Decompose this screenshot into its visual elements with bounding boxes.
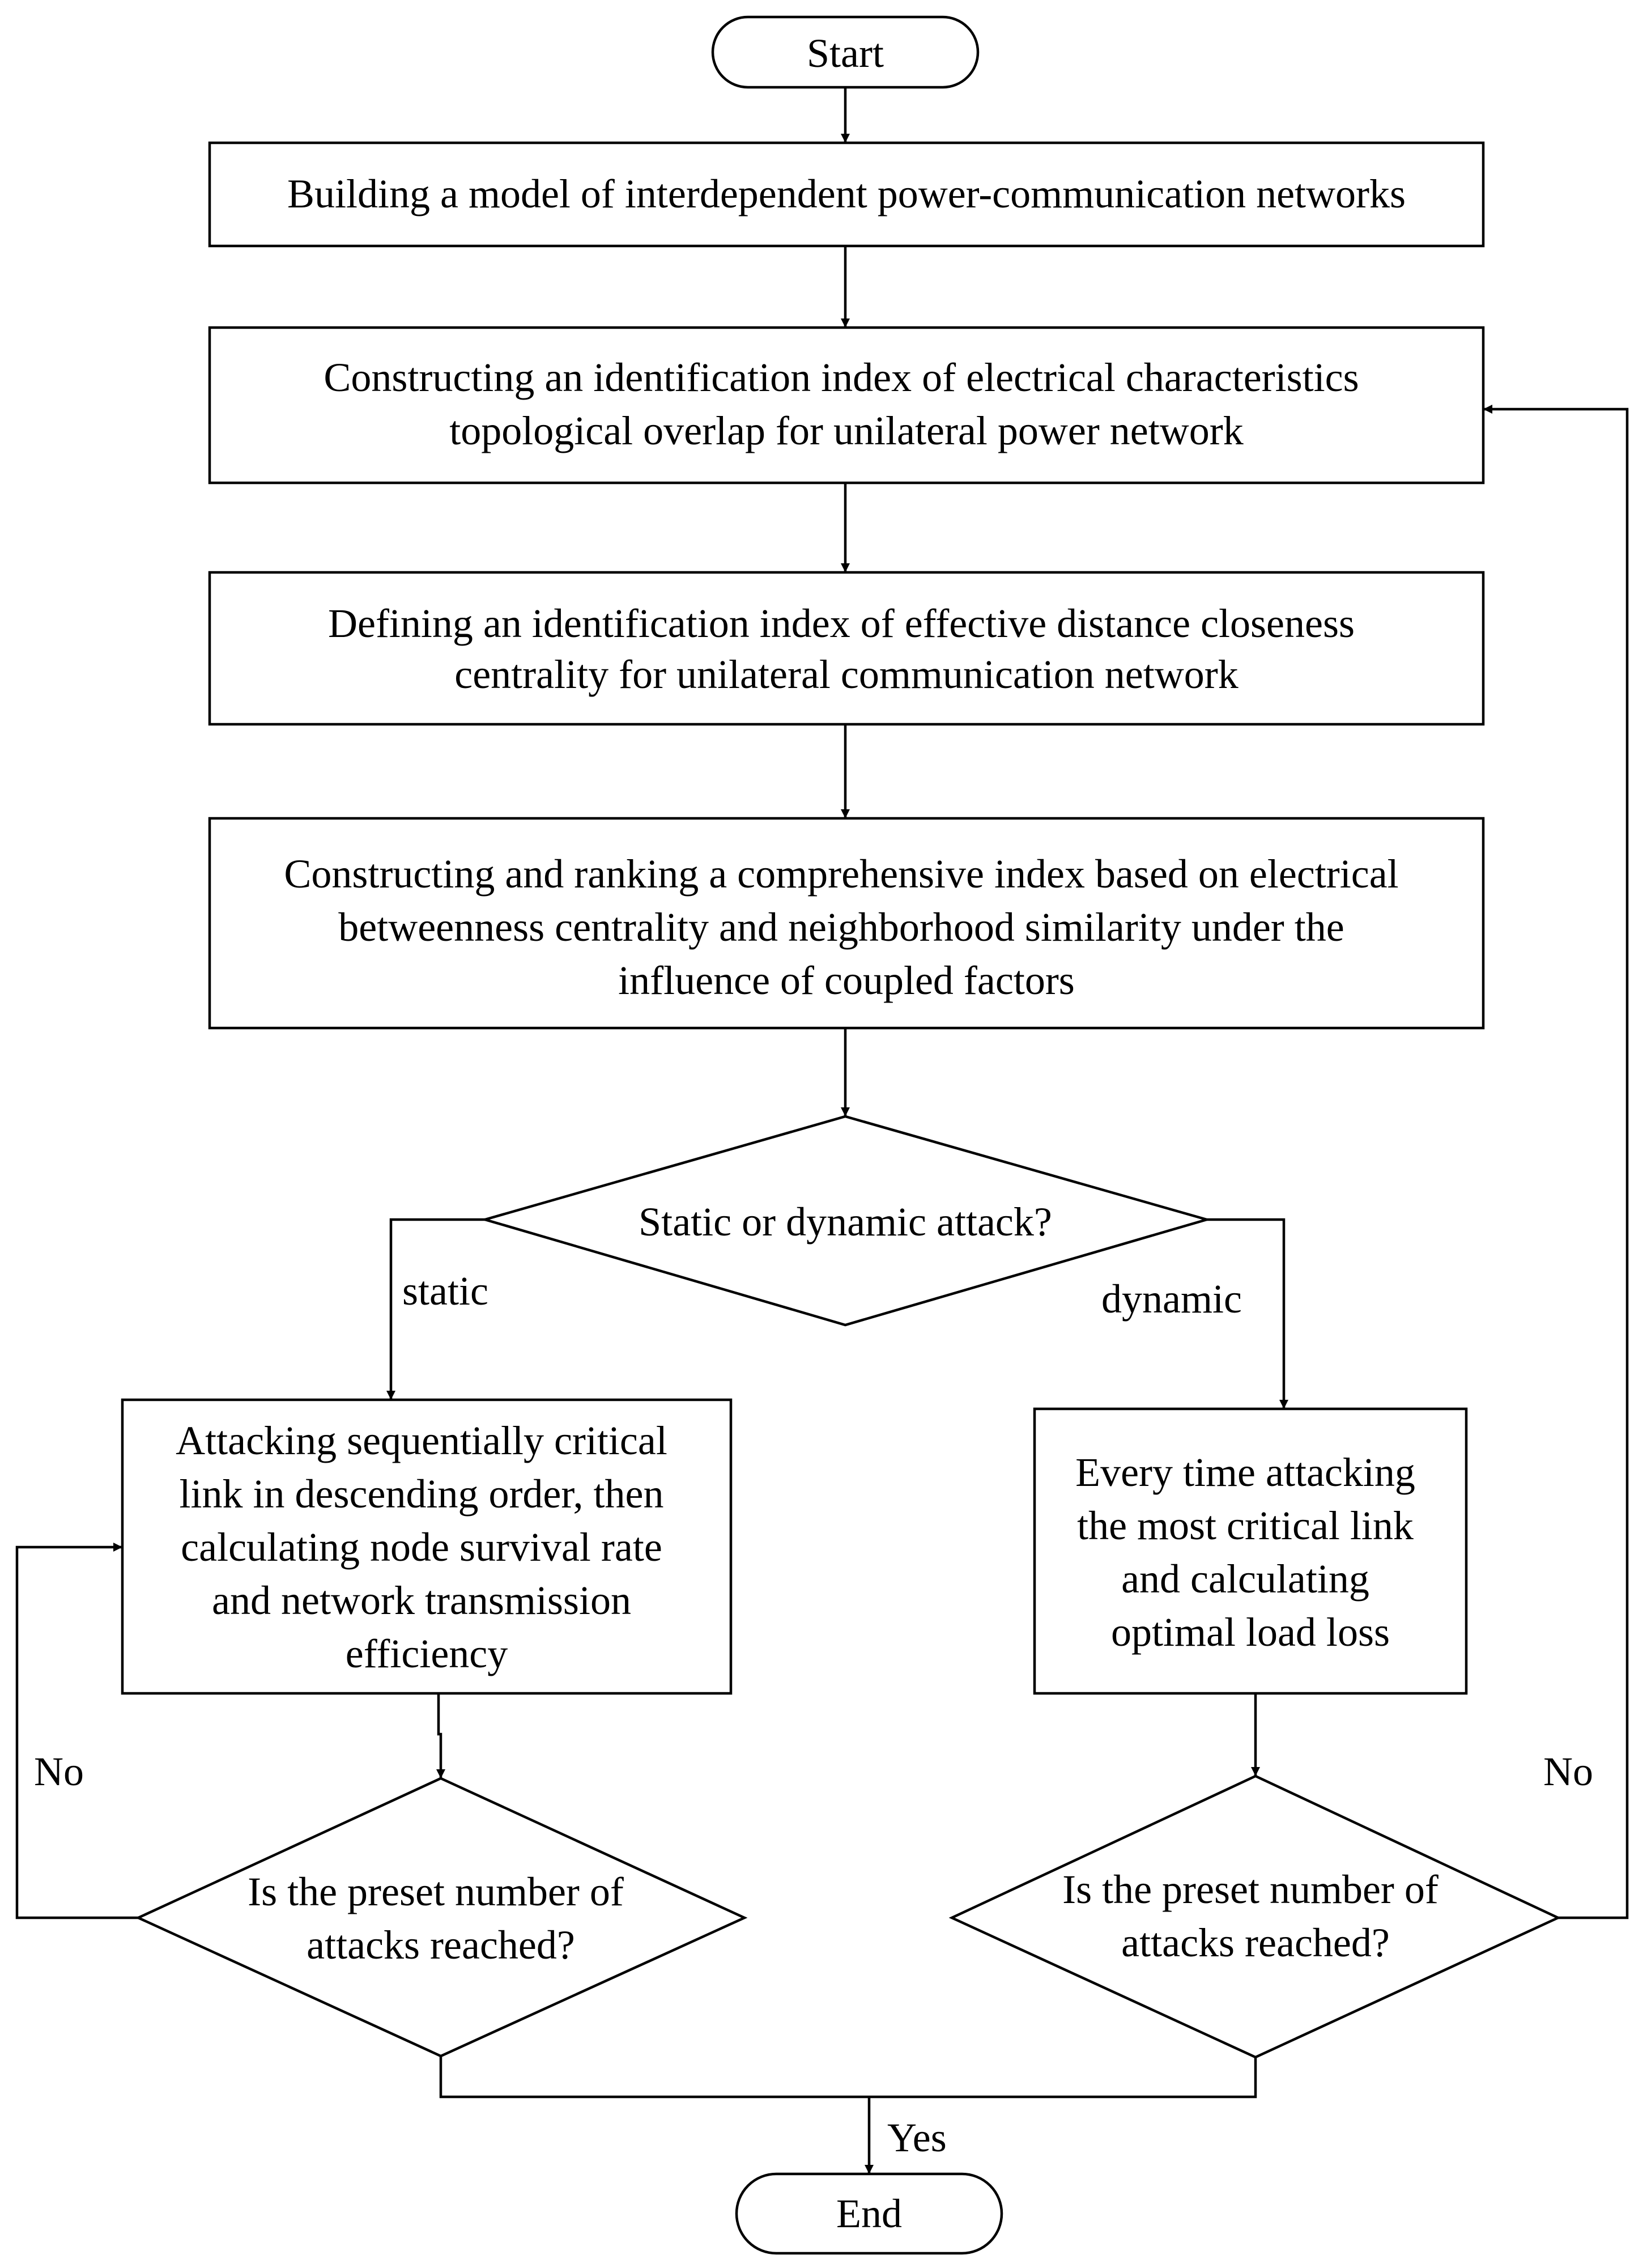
comprehensive-index-line: Constructing and ranking a comprehensive… [284,851,1398,897]
static-attack-text: Attacking sequentially critical link in … [176,1418,678,1676]
comprehensive-index-line: betweenness centrality and neighborhood … [338,904,1344,950]
comm-index-text: Defining an identification index of effe… [328,601,1365,697]
dynamic-check-text: Is the preset number of attacks reached? [1062,1867,1449,1965]
start-node: Start [711,15,980,89]
dynamic-check-line: Is the preset number of [1062,1867,1439,1912]
connector-static-yes [439,2056,869,2099]
attack-decision-node: Static or dynamic attack? [480,1115,1212,1327]
dynamic-attack-line: optimal load loss [1111,1609,1390,1655]
power-index-line: Constructing an identification index of … [324,355,1359,400]
comm-index-line: centrality for unilateral communication … [454,652,1239,697]
power-index-box [208,326,1485,485]
dynamic-check-node: Is the preset number of attacks reached? [948,1774,1561,2059]
static-check-diamond [135,1777,748,2058]
dynamic-attack-text: Every time attacking the most critical l… [1075,1450,1425,1655]
connector-decision-dynamic [1207,1218,1288,1409]
build-model-line: Building a model of interdependent power… [287,171,1406,216]
static-attack-line: calculating node survival rate [181,1524,662,1570]
label-no-right: No [1543,1749,1593,1794]
connector-static-attack-to-check [436,1693,445,1778]
dynamic-attack-node: Every time attacking the most critical l… [1033,1407,1468,1695]
static-attack-line: Attacking sequentially critical [176,1418,667,1463]
start-label: Start [807,31,884,76]
dynamic-attack-line: the most critical link [1077,1503,1414,1548]
build-model-text: Building a model of interdependent power… [287,171,1406,216]
comm-index-line: Defining an identification index of effe… [328,601,1355,646]
dynamic-attack-line: Every time attacking [1075,1450,1415,1495]
static-check-text: Is the preset number of attacks reached? [248,1869,634,1968]
comprehensive-index-line: influence of coupled factors [618,958,1075,1003]
comprehensive-index-box [208,817,1485,1030]
static-attack-line: link in descending order, then [180,1471,664,1517]
static-check-node: Is the preset number of attacks reached? [135,1777,748,2058]
static-check-line: attacks reached? [307,1922,575,1968]
connector-decision-static [386,1218,485,1400]
end-label: End [836,2191,902,2236]
dynamic-attack-line: and calculating [1121,1556,1369,1602]
comprehensive-index-text: Constructing and ranking a comprehensive… [284,851,1408,1003]
dynamic-check-diamond [948,1774,1561,2059]
label-dynamic: dynamic [1101,1276,1242,1322]
label-static: static [402,1268,488,1314]
dynamic-check-line: attacks reached? [1121,1920,1390,1965]
static-attack-line: efficiency [346,1631,508,1676]
connector-static-no-loop [15,1543,138,1919]
build-model-node: Building a model of interdependent power… [208,141,1485,248]
comm-index-box [208,571,1485,726]
connector-dynamic-yes [869,2057,1257,2099]
connector-dynamic-no-loop [1483,405,1629,1919]
dynamic-attack-box [1033,1407,1468,1695]
static-check-line: Is the preset number of [248,1869,624,1914]
power-index-node: Constructing an identification index of … [208,326,1485,485]
comprehensive-index-node: Constructing and ranking a comprehensive… [208,817,1485,1030]
build-model-box [208,141,1485,248]
comm-index-node: Defining an identification index of effe… [208,571,1485,726]
power-index-text: Constructing an identification index of … [324,355,1369,453]
attack-decision-label: Static or dynamic attack? [639,1199,1052,1245]
static-attack-line: and network transmission [212,1578,631,1623]
label-no-left: No [34,1749,84,1794]
end-node: End [735,2172,1003,2255]
power-index-line: topological overlap for unilateral power… [449,408,1244,453]
label-yes: Yes [887,2115,947,2160]
attack-decision-diamond [480,1115,1212,1327]
static-attack-node: Attacking sequentially critical link in … [121,1398,733,1695]
